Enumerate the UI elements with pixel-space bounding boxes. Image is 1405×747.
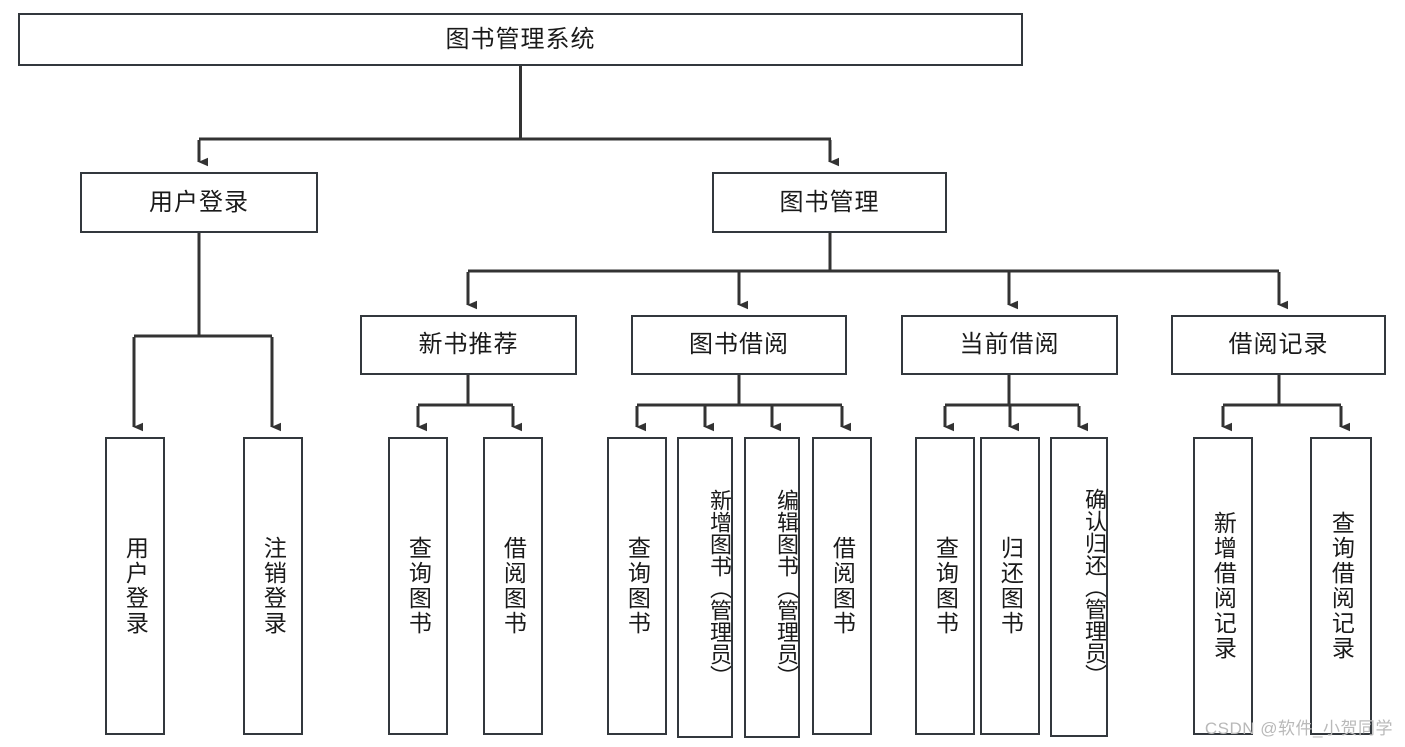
leaf-return-book-label: 归还图书: [997, 536, 1024, 636]
leaf-add-book-admin[interactable]: 新增图书（管理员）: [677, 437, 733, 738]
leaf-edit-book-admin[interactable]: 编辑图书（管理员）: [744, 437, 800, 738]
node-borrow-record[interactable]: 借阅记录: [1171, 315, 1386, 375]
node-root-label: 图书管理系统: [445, 25, 596, 53]
leaf-borrow-book-1-label: 借阅图书: [500, 536, 527, 636]
leaf-logout-label: 注销登录: [260, 536, 287, 636]
node-root[interactable]: 图书管理系统: [18, 13, 1023, 66]
node-book-borrow[interactable]: 图书借阅: [631, 315, 847, 375]
node-user-login-label: 用户登录: [149, 188, 249, 216]
node-borrow-record-label: 借阅记录: [1228, 331, 1329, 359]
leaf-confirm-return-admin[interactable]: 确认归还（管理员）: [1050, 437, 1108, 737]
leaf-borrow-book-1[interactable]: 借阅图书: [483, 437, 543, 735]
leaf-add-record-label: 新增借阅记录: [1210, 511, 1237, 661]
leaf-query-book-1[interactable]: 查询图书: [388, 437, 448, 735]
node-user-login[interactable]: 用户登录: [80, 172, 318, 233]
leaf-query-book-2-label: 查询图书: [624, 536, 651, 636]
leaf-query-book-3[interactable]: 查询图书: [915, 437, 975, 735]
leaf-query-book-1-label: 查询图书: [405, 536, 432, 636]
node-new-book-recommend[interactable]: 新书推荐: [360, 315, 577, 375]
leaf-borrow-book-2[interactable]: 借阅图书: [812, 437, 872, 735]
leaf-add-book-admin-label: 新增图书（管理员）: [707, 488, 732, 687]
leaf-borrow-book-2-label: 借阅图书: [829, 536, 856, 636]
leaf-user-login-label: 用户登录: [122, 536, 149, 636]
node-book-manage[interactable]: 图书管理: [712, 172, 947, 233]
leaf-query-book-3-label: 查询图书: [932, 536, 959, 636]
leaf-logout[interactable]: 注销登录: [243, 437, 303, 735]
leaf-user-login[interactable]: 用户登录: [105, 437, 165, 735]
leaf-confirm-return-admin-label: 确认归还（管理员）: [1082, 488, 1107, 686]
leaf-query-book-2[interactable]: 查询图书: [607, 437, 667, 735]
node-current-borrow-label: 当前借阅: [959, 331, 1060, 359]
leaf-edit-book-admin-label: 编辑图书（管理员）: [774, 488, 799, 687]
leaf-query-record-label: 查询借阅记录: [1328, 511, 1355, 661]
node-new-book-recommend-label: 新书推荐: [418, 331, 519, 359]
leaf-return-book[interactable]: 归还图书: [980, 437, 1040, 735]
leaf-query-record[interactable]: 查询借阅记录: [1310, 437, 1372, 735]
leaf-add-record[interactable]: 新增借阅记录: [1193, 437, 1253, 735]
node-book-manage-label: 图书管理: [779, 188, 880, 216]
node-current-borrow[interactable]: 当前借阅: [901, 315, 1118, 375]
csdn-watermark: CSDN @软件_小贺同学: [1204, 719, 1393, 738]
node-book-borrow-label: 图书借阅: [689, 331, 789, 359]
